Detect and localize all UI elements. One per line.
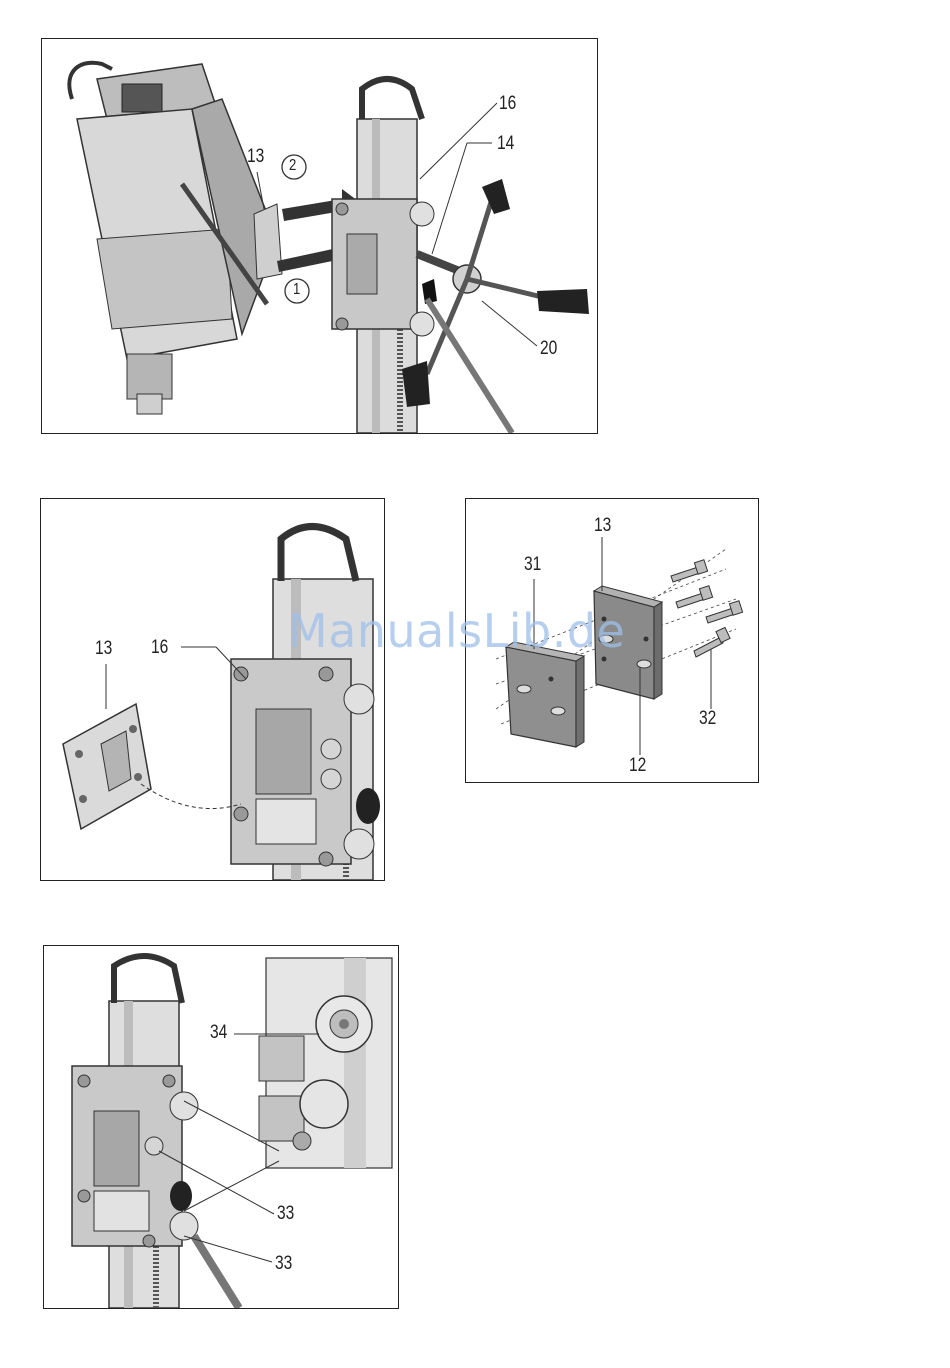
figure-1-motor-mounting: 16 14 13 2 1 20 (41, 38, 598, 434)
callout-31: 31 (524, 555, 541, 574)
figure-4-drawing (44, 946, 398, 1308)
callout-32: 32 (699, 709, 716, 728)
callout-34: 34 (210, 1023, 227, 1042)
callout-16: 16 (151, 638, 168, 657)
callout-33-upper: 33 (277, 1204, 294, 1223)
callout-16: 16 (499, 94, 516, 113)
figure-2-adapter-plate: 13 16 (40, 498, 385, 881)
callout-13: 13 (247, 147, 264, 166)
callout-20: 20 (540, 339, 557, 358)
step-2-number: 2 (289, 158, 296, 174)
callout-14: 14 (497, 134, 514, 153)
callout-13: 13 (95, 639, 112, 658)
watermark: ManualsLib.de (288, 604, 625, 658)
figure-2-drawing (41, 499, 384, 880)
callout-13: 13 (594, 516, 611, 535)
figure-4-roller-detail: 34 33 33 (43, 945, 399, 1309)
step-1-number: 1 (293, 282, 300, 298)
callout-33-lower: 33 (275, 1254, 292, 1273)
callout-12: 12 (629, 756, 646, 775)
